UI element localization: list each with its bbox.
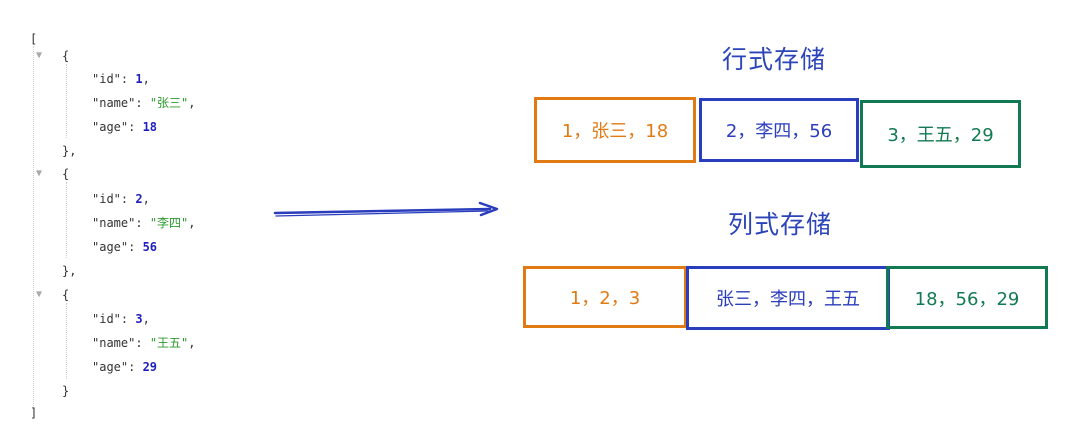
record-close-brace: }: [62, 384, 70, 398]
collapse-triangle-icon[interactable]: ▼: [36, 168, 43, 179]
row-store-cell: 2，李四，56: [699, 98, 859, 162]
record-id-line: "id": 1,: [92, 72, 150, 86]
record-open-brace: {: [62, 49, 70, 63]
column-store-cell: 18，56，29: [886, 266, 1048, 329]
record-guide-line: [66, 182, 67, 258]
record-id-line: "id": 3,: [92, 312, 150, 326]
record-close-brace: },: [62, 144, 77, 158]
record-guide-line: [66, 64, 67, 138]
open-bracket: [: [30, 32, 38, 46]
record-age-line: "age": 18: [92, 120, 158, 134]
collapse-triangle-icon[interactable]: ▼: [36, 50, 43, 61]
record-open-brace: {: [62, 288, 70, 302]
record-name-line: "name": "李四",: [92, 216, 196, 230]
record-age-line: "age": 56: [92, 240, 158, 254]
close-bracket: ]: [30, 406, 38, 420]
record-age-line: "age": 29: [92, 360, 158, 374]
record-name-line: "name": "张三",: [92, 96, 196, 110]
record-close-brace: },: [62, 264, 77, 278]
record-guide-line: [66, 303, 67, 379]
row-store-cell: 1，张三，18: [534, 97, 696, 163]
column-store-title: 列式存储: [728, 210, 833, 239]
column-store-cell: 1，2，3: [523, 266, 687, 328]
json-viewer: [ ▼ { "id": 1, "name": "张三", "age": 18 }…: [0, 0, 260, 432]
record-name-line: "name": "王五",: [92, 336, 196, 350]
row-store-title: 行式存储: [722, 45, 827, 74]
record-open-brace: {: [62, 167, 70, 181]
column-store-cell: 张三，李四，王五: [686, 266, 890, 330]
row-store-cell: 3，王五，29: [860, 100, 1021, 168]
outer-guide-line: [33, 46, 34, 408]
collapse-triangle-icon[interactable]: ▼: [36, 289, 43, 300]
record-id-line: "id": 2,: [92, 192, 150, 206]
